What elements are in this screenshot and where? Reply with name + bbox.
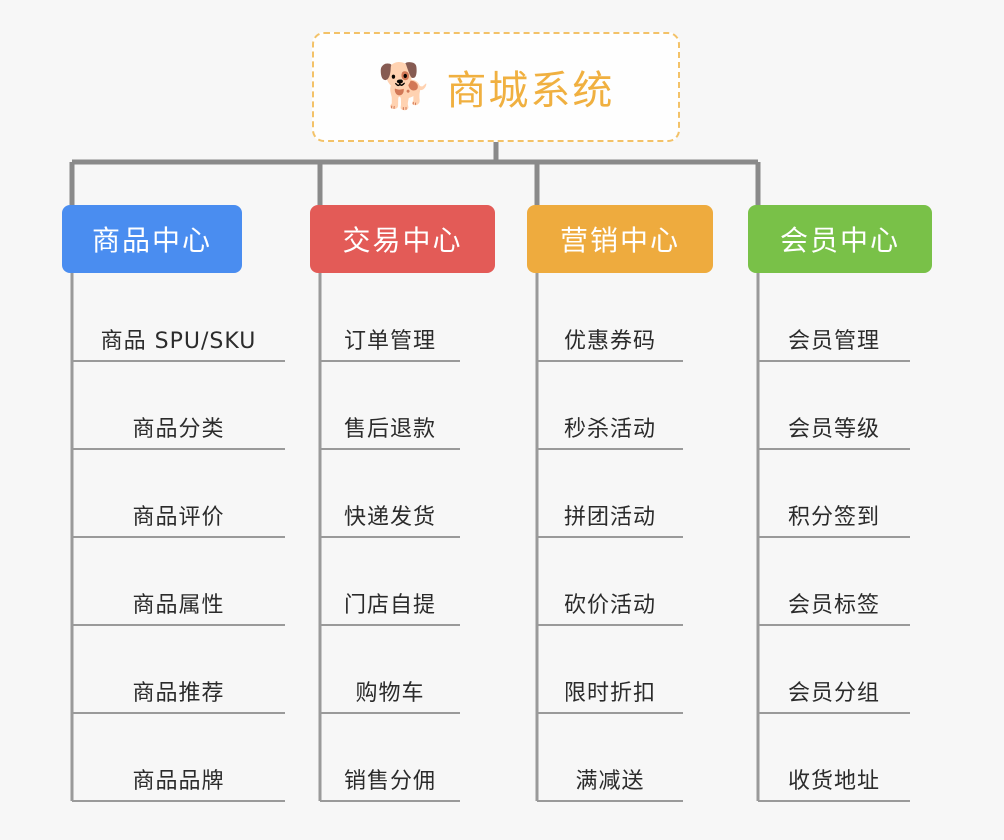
leaf-item[interactable]: 满减送 [537, 713, 683, 801]
leaf-item-label: 收货地址 [787, 769, 880, 794]
root-node-title: 商城系统 [446, 68, 615, 114]
category-header-label: 交易中心 [342, 224, 463, 257]
leaf-item[interactable]: 砍价活动 [537, 537, 683, 625]
leaf-item[interactable]: 商品 SPU/SKU [72, 273, 285, 361]
leaf-item-label: 砍价活动 [563, 593, 656, 618]
leaf-item-label: 会员等级 [787, 417, 880, 442]
leaf-item-label: 订单管理 [343, 329, 436, 354]
leaf-item[interactable]: 商品品牌 [72, 713, 285, 801]
leaf-item[interactable]: 积分签到 [758, 449, 910, 537]
leaf-item-label: 会员标签 [787, 593, 880, 618]
category-header-label: 会员中心 [779, 224, 900, 257]
leaf-item[interactable]: 会员分组 [758, 625, 910, 713]
leaf-item-label: 优惠券码 [563, 329, 656, 354]
leaf-item-label: 积分签到 [787, 505, 880, 530]
category-header-4[interactable]: 会员中心 [748, 205, 932, 273]
leaf-item-label: 会员管理 [787, 329, 880, 354]
leaf-item-label: 售后退款 [343, 417, 436, 442]
leaf-item[interactable]: 收货地址 [758, 713, 910, 801]
leaf-item[interactable]: 优惠券码 [537, 273, 683, 361]
leaf-item-label: 会员分组 [787, 681, 880, 706]
leaf-item-label: 商品推荐 [132, 681, 225, 706]
leaf-item[interactable]: 商品评价 [72, 449, 285, 537]
leaf-item[interactable]: 快递发货 [320, 449, 460, 537]
leaf-item[interactable]: 订单管理 [320, 273, 460, 361]
leaf-item[interactable]: 销售分佣 [320, 713, 460, 801]
category-header-1[interactable]: 商品中心 [62, 205, 242, 273]
leaf-item[interactable]: 商品推荐 [72, 625, 285, 713]
leaf-item-label: 购物车 [355, 681, 425, 706]
leaf-item[interactable]: 会员标签 [758, 537, 910, 625]
root-node[interactable]: 🐕 商城系统 [312, 32, 680, 142]
leaf-item-label: 商品属性 [132, 593, 225, 618]
leaf-item-label: 商品分类 [132, 417, 225, 442]
leaf-item-label: 秒杀活动 [563, 417, 656, 442]
leaf-item[interactable]: 会员等级 [758, 361, 910, 449]
leaf-item-label: 门店自提 [343, 593, 436, 618]
leaf-item-label: 商品 SPU/SKU [100, 329, 257, 354]
category-header-label: 营销中心 [559, 224, 680, 257]
shiba-dog-icon: 🐕 [377, 61, 433, 112]
leaf-item-label: 拼团活动 [563, 505, 656, 530]
leaf-item-label: 销售分佣 [343, 769, 436, 794]
category-header-3[interactable]: 营销中心 [527, 205, 713, 273]
leaf-item-label: 快递发货 [343, 505, 436, 530]
leaf-item[interactable]: 售后退款 [320, 361, 460, 449]
leaf-item[interactable]: 商品分类 [72, 361, 285, 449]
leaf-item[interactable]: 门店自提 [320, 537, 460, 625]
category-header-2[interactable]: 交易中心 [310, 205, 495, 273]
leaf-item-label: 满减送 [575, 769, 645, 794]
leaf-item[interactable]: 会员管理 [758, 273, 910, 361]
category-header-label: 商品中心 [91, 224, 212, 257]
leaf-item-label: 商品品牌 [132, 769, 225, 794]
leaf-item[interactable]: 拼团活动 [537, 449, 683, 537]
leaf-item-label: 限时折扣 [563, 681, 656, 706]
leaf-item[interactable]: 限时折扣 [537, 625, 683, 713]
leaf-item[interactable]: 秒杀活动 [537, 361, 683, 449]
leaf-item[interactable]: 购物车 [320, 625, 460, 713]
leaf-item-label: 商品评价 [132, 505, 225, 530]
leaf-item[interactable]: 商品属性 [72, 537, 285, 625]
